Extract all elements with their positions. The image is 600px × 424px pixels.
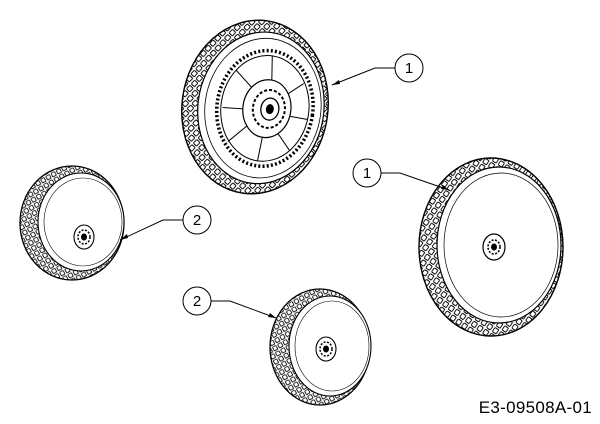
callout-label: 2 [193,212,201,229]
callout-1-drive: 1 [331,53,424,86]
callout-label: 2 [193,293,201,310]
front-wheel-bottom [269,288,372,406]
callout-label: 1 [363,165,371,182]
callout-1-rear: 1 [352,158,450,191]
callout-2-left: 2 [119,205,212,241]
callout-2-bottom: 2 [182,286,277,319]
drive-wheel [181,19,329,195]
front-wheel-left [19,165,125,281]
drawing-number: E3-09508A-01 [478,398,592,417]
rear-wheel [418,157,564,337]
callout-label: 1 [405,60,413,77]
